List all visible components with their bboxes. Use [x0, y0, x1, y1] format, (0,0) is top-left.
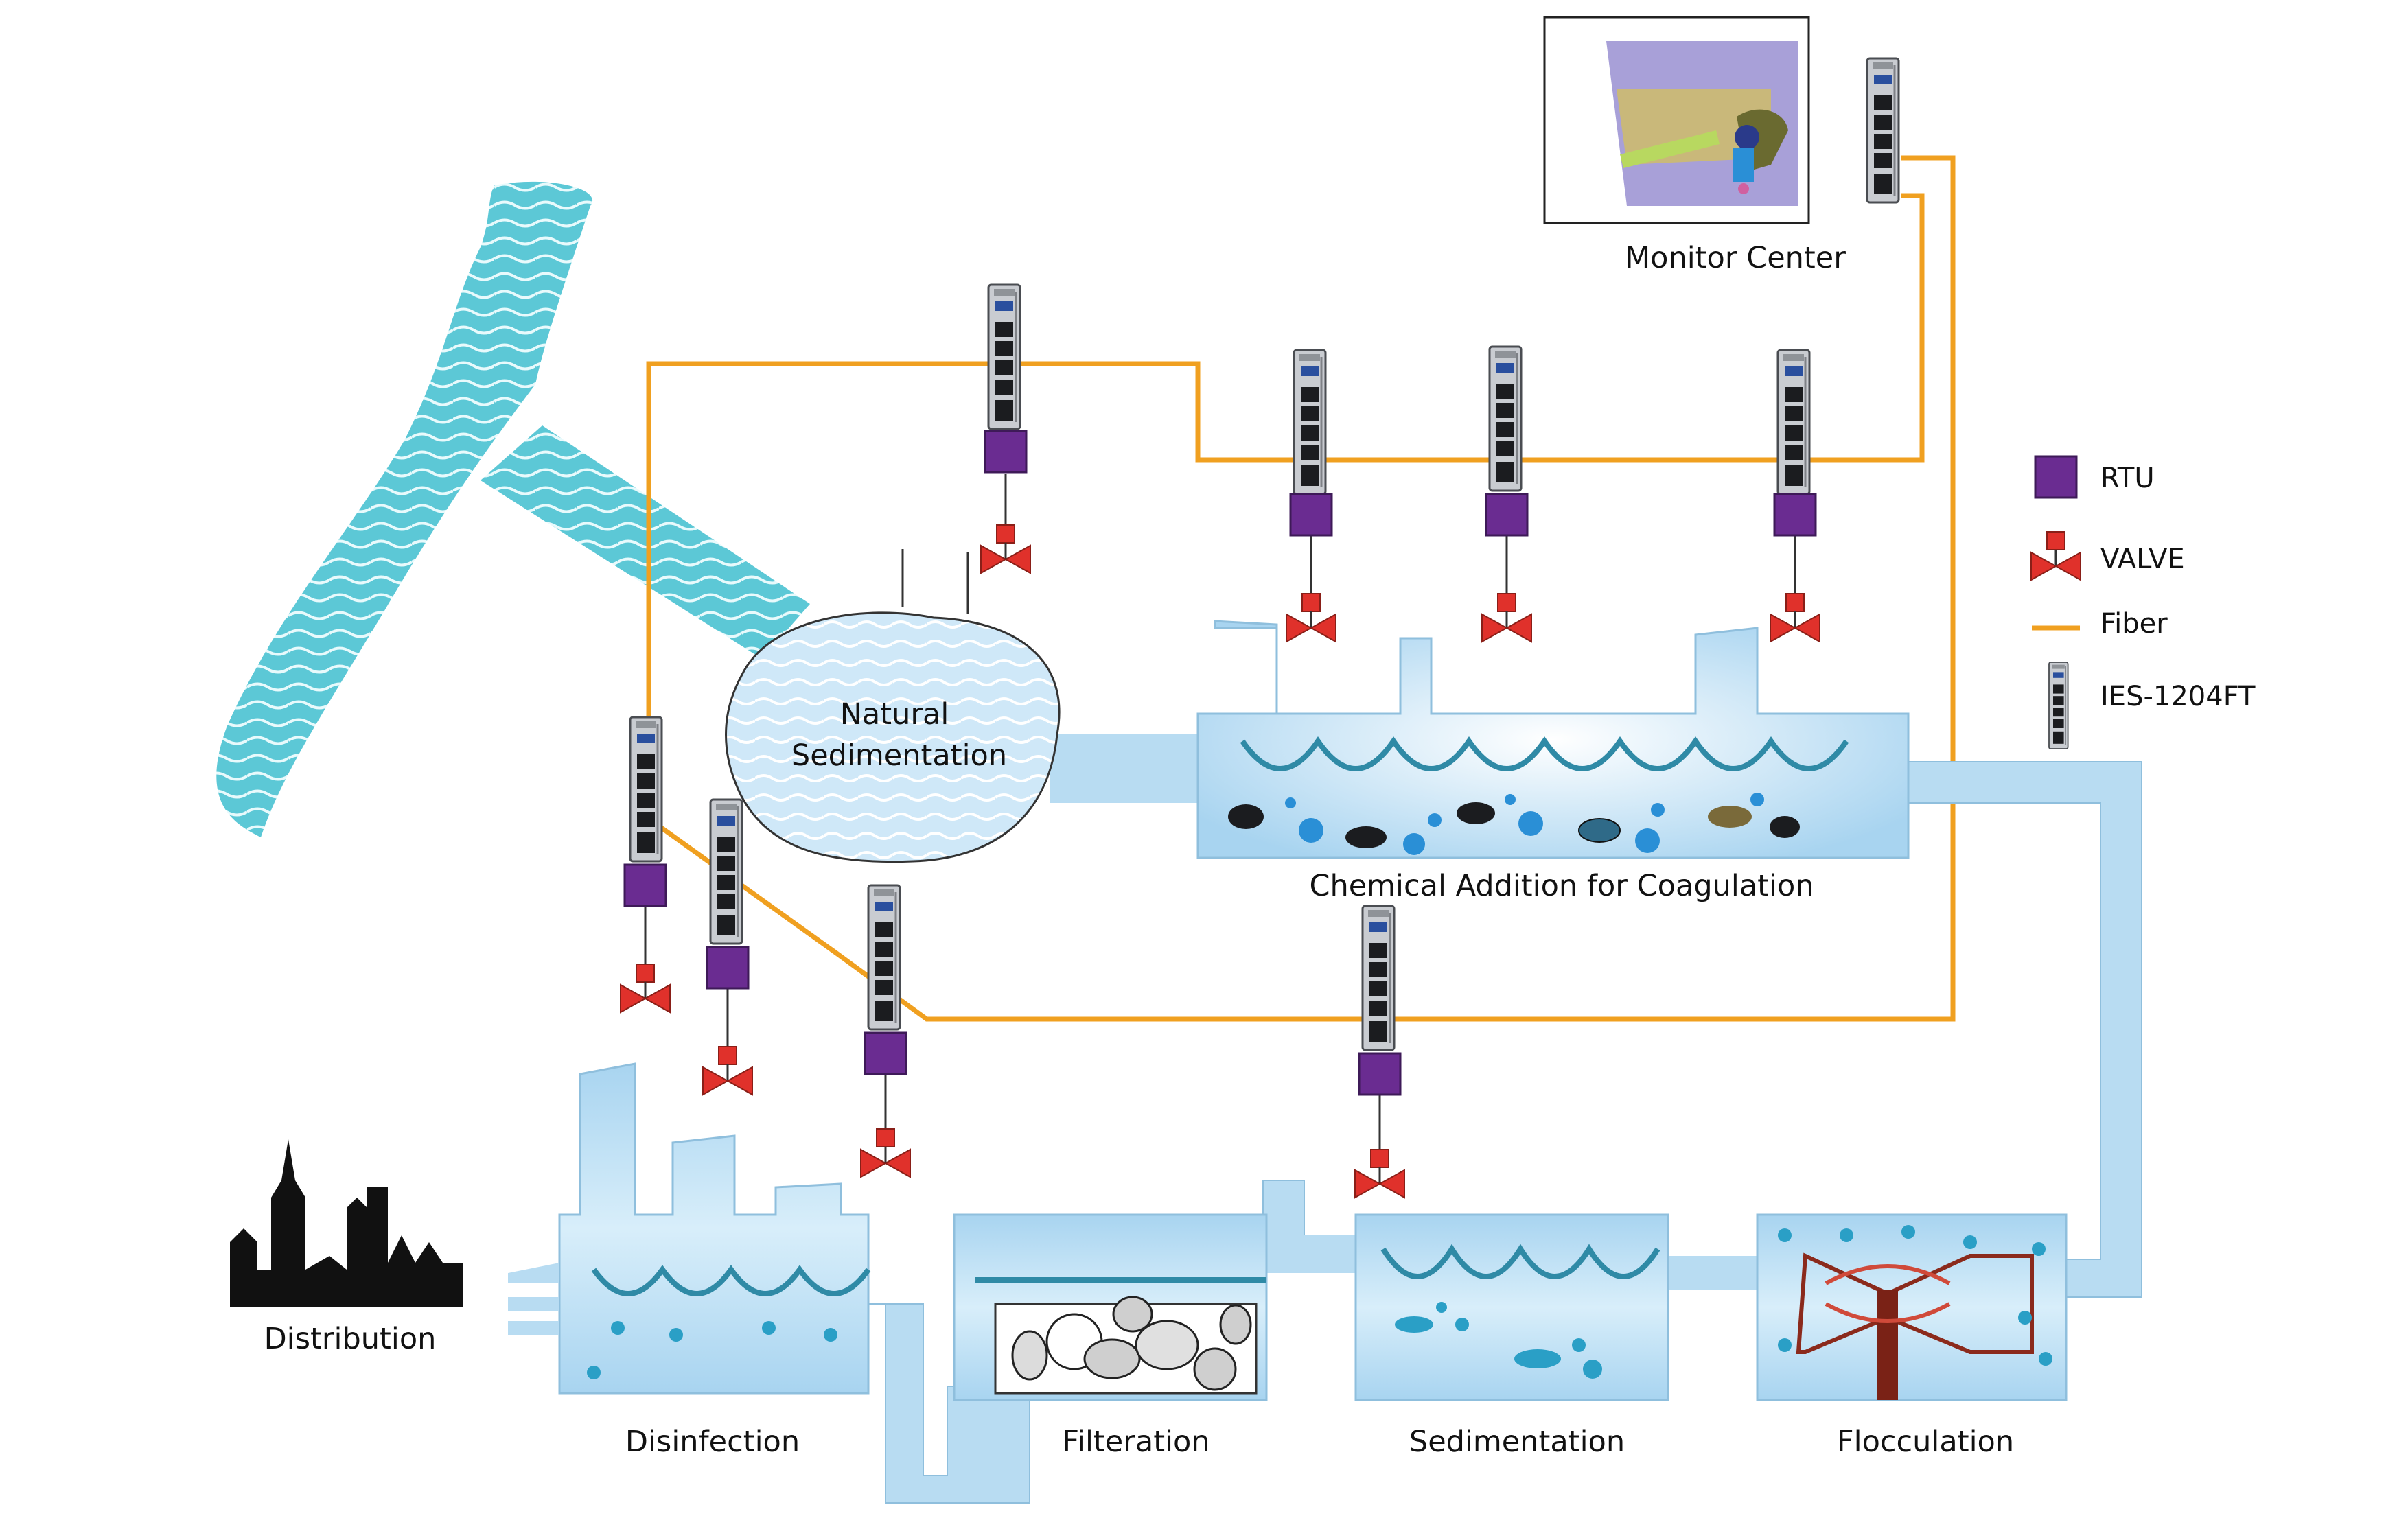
switch-disinfection-1-icon: [629, 716, 663, 863]
valve-chemical-1-icon: [1285, 592, 1337, 643]
switch-chemical-1-icon: [1293, 349, 1327, 495]
switch-disinfection-3-icon: [867, 884, 901, 1031]
legend-fiber-label: Fiber: [2100, 608, 2168, 640]
disinfection-label: Disinfection: [625, 1425, 800, 1459]
fiber-network: [646, 155, 1956, 1022]
chemical-addition-label: Chemical Addition for Coagulation: [1309, 869, 1814, 903]
monitor-center-panel: [1543, 16, 1810, 224]
legend-valve-icon: [2030, 530, 2082, 581]
valve-disinfection-1-icon: [619, 963, 671, 1014]
river: [216, 181, 810, 837]
switch-chemical-3-icon: [1776, 349, 1811, 495]
legend: RTU VALVE Fiber IES-1204FT: [2030, 455, 2256, 749]
chemical-coagulation-tank: [1196, 620, 1910, 859]
flocculation-label: Flocculation: [1837, 1425, 2014, 1459]
legend-switch-icon: [2048, 662, 2069, 749]
valve-chemical-3-icon: [1769, 592, 1821, 643]
sedimentation-label: Sedimentation: [1409, 1425, 1625, 1459]
sedimentation-tank: [1354, 1213, 1669, 1401]
switch-chemical-2-icon: [1488, 345, 1523, 492]
distribution-label: Distribution: [264, 1322, 437, 1356]
rtu-disinfection-3-icon: [864, 1031, 907, 1075]
valve-natural-sedimentation-icon: [980, 524, 1032, 574]
filtration-tank: [953, 1213, 1268, 1401]
legend-valve-label: VALVE: [2100, 544, 2185, 575]
filteration-label: Filteration: [1062, 1425, 1209, 1459]
rtu-chemical-3-icon: [1773, 493, 1817, 537]
valve-chemical-2-icon: [1481, 592, 1533, 643]
natural-sedimentation-pond: [725, 549, 1061, 863]
valve-disinfection-2-icon: [702, 1045, 754, 1096]
valve-disinfection-3-icon: [859, 1128, 912, 1178]
natural-sedimentation-label-line2: Sedimentation: [791, 738, 1007, 773]
legend-rtu-icon: [2034, 455, 2078, 499]
rtu-natural-sedimentation-icon: [984, 430, 1028, 474]
monitor-switch-icon: [1866, 57, 1900, 204]
rtu-chemical-1-icon: [1289, 493, 1333, 537]
plant-piping: [834, 734, 2142, 1504]
rtu-sedimentation-icon: [1358, 1052, 1402, 1096]
disinfection-tank: [508, 1062, 871, 1395]
switch-disinfection-2-icon: [709, 798, 743, 945]
valve-sedimentation-icon: [1354, 1148, 1406, 1199]
switch-sedimentation-icon: [1361, 905, 1396, 1051]
switch-natural-sedimentation-icon: [987, 283, 1021, 430]
legend-rtu-label: RTU: [2100, 463, 2155, 494]
flocculation-tank: [1756, 1213, 2068, 1401]
monitor-center-label: Monitor Center: [1625, 241, 1846, 275]
rtu-disinfection-2-icon: [706, 946, 750, 990]
rtu-disinfection-1-icon: [623, 863, 667, 907]
rtu-chemical-2-icon: [1485, 493, 1529, 537]
legend-switch-label: IES-1204FT: [2100, 681, 2256, 712]
natural-sedimentation-label-line1: Natural: [840, 697, 949, 732]
city-skyline-icon: [230, 1139, 463, 1307]
